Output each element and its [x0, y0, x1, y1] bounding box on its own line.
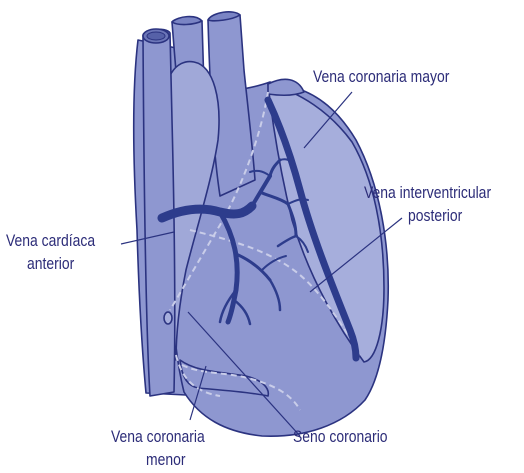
- vessel-opening-inner: [147, 32, 165, 40]
- small-vessel-opening: [164, 312, 172, 324]
- pulmonary-top: [172, 17, 202, 25]
- label-vena-coronaria-mayor: Vena coronaria mayor: [313, 67, 449, 87]
- label-seno-coronario: Seno coronario: [293, 427, 388, 447]
- label-vena-interventricular-posterior-line1: Vena interventricular: [364, 183, 491, 203]
- label-vena-coronaria-menor-line2: menor: [146, 450, 186, 470]
- label-vena-coronaria-menor-line1: Vena coronaria: [111, 427, 205, 447]
- label-vena-cardiaca-anterior-line2: anterior: [27, 254, 74, 274]
- label-vena-interventricular-posterior-line2: posterior: [408, 206, 462, 226]
- label-vena-cardiaca-anterior-line1: Vena cardíaca: [6, 231, 95, 251]
- left-atrium-appendage: [268, 79, 304, 95]
